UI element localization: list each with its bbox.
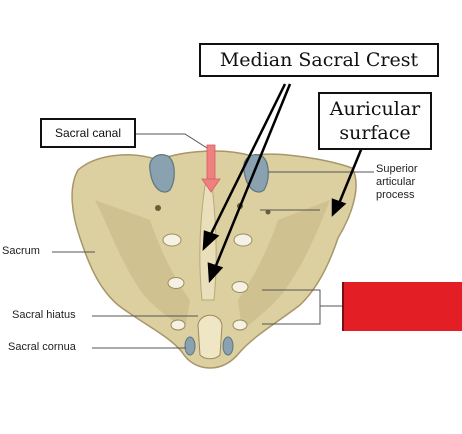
leader-bracket [262,289,321,325]
median-arrow-1-head [202,230,220,252]
superior-articular-process-label: Superior articular process [376,163,418,202]
sacral-cornua-label: Sacral cornua [8,341,76,354]
sacral-hiatus-label: Sacral hiatus [12,309,76,322]
foramen-right-2 [231,281,249,293]
auricular-arrow-shaft [336,139,367,207]
median-arrow-2-head [207,262,224,284]
leader-lines [52,133,374,349]
median-crest-arrows [202,83,367,284]
foramen-left-3 [170,319,186,331]
bone-dot [265,209,271,215]
bone-shading-right [238,200,330,330]
canal-arrow-shaft [206,144,216,180]
superior-line3: process [376,189,415,201]
superior-line2: articular [376,176,416,188]
median-arrow-1-shaft [208,83,287,237]
auricular-surface-label: Auricular surface [318,92,432,150]
bone-dot [155,205,161,211]
sacral-cornua-text: Sacral cornua [8,341,76,353]
median-arrow-2-shaft [213,83,292,269]
leader-sacral-canal [136,133,208,149]
left-sacral-cornu [184,336,196,356]
foramen-left-2 [167,277,185,289]
hidden-answer-box [342,282,462,331]
sacral-hiatus-text: Sacral hiatus [12,309,76,321]
foramen-right-3 [232,319,248,331]
median-sacral-crest-label: Median Sacral Crest [199,43,439,77]
sacrum-text: Sacrum [2,245,40,257]
auricular-line1: Auricular [329,98,421,120]
median-sacral-crest-text: Median Sacral Crest [219,49,419,71]
auricular-arrow-head [331,198,347,217]
left-articular-facet [149,154,175,193]
sacral-canal-label: Sacral canal [40,118,136,148]
sacrum-label: Sacrum [2,245,40,258]
right-sacral-cornu [222,336,234,356]
sacral-canal-text: Sacral canal [54,126,122,140]
bone-shading [95,200,190,330]
canal-arrow-head [201,178,221,193]
foramen-right-1 [233,233,253,247]
auricular-line2: surface [339,122,411,144]
foramen-left-1 [162,233,182,247]
sacral-hiatus [197,314,223,360]
superior-line1: Superior [376,163,418,175]
